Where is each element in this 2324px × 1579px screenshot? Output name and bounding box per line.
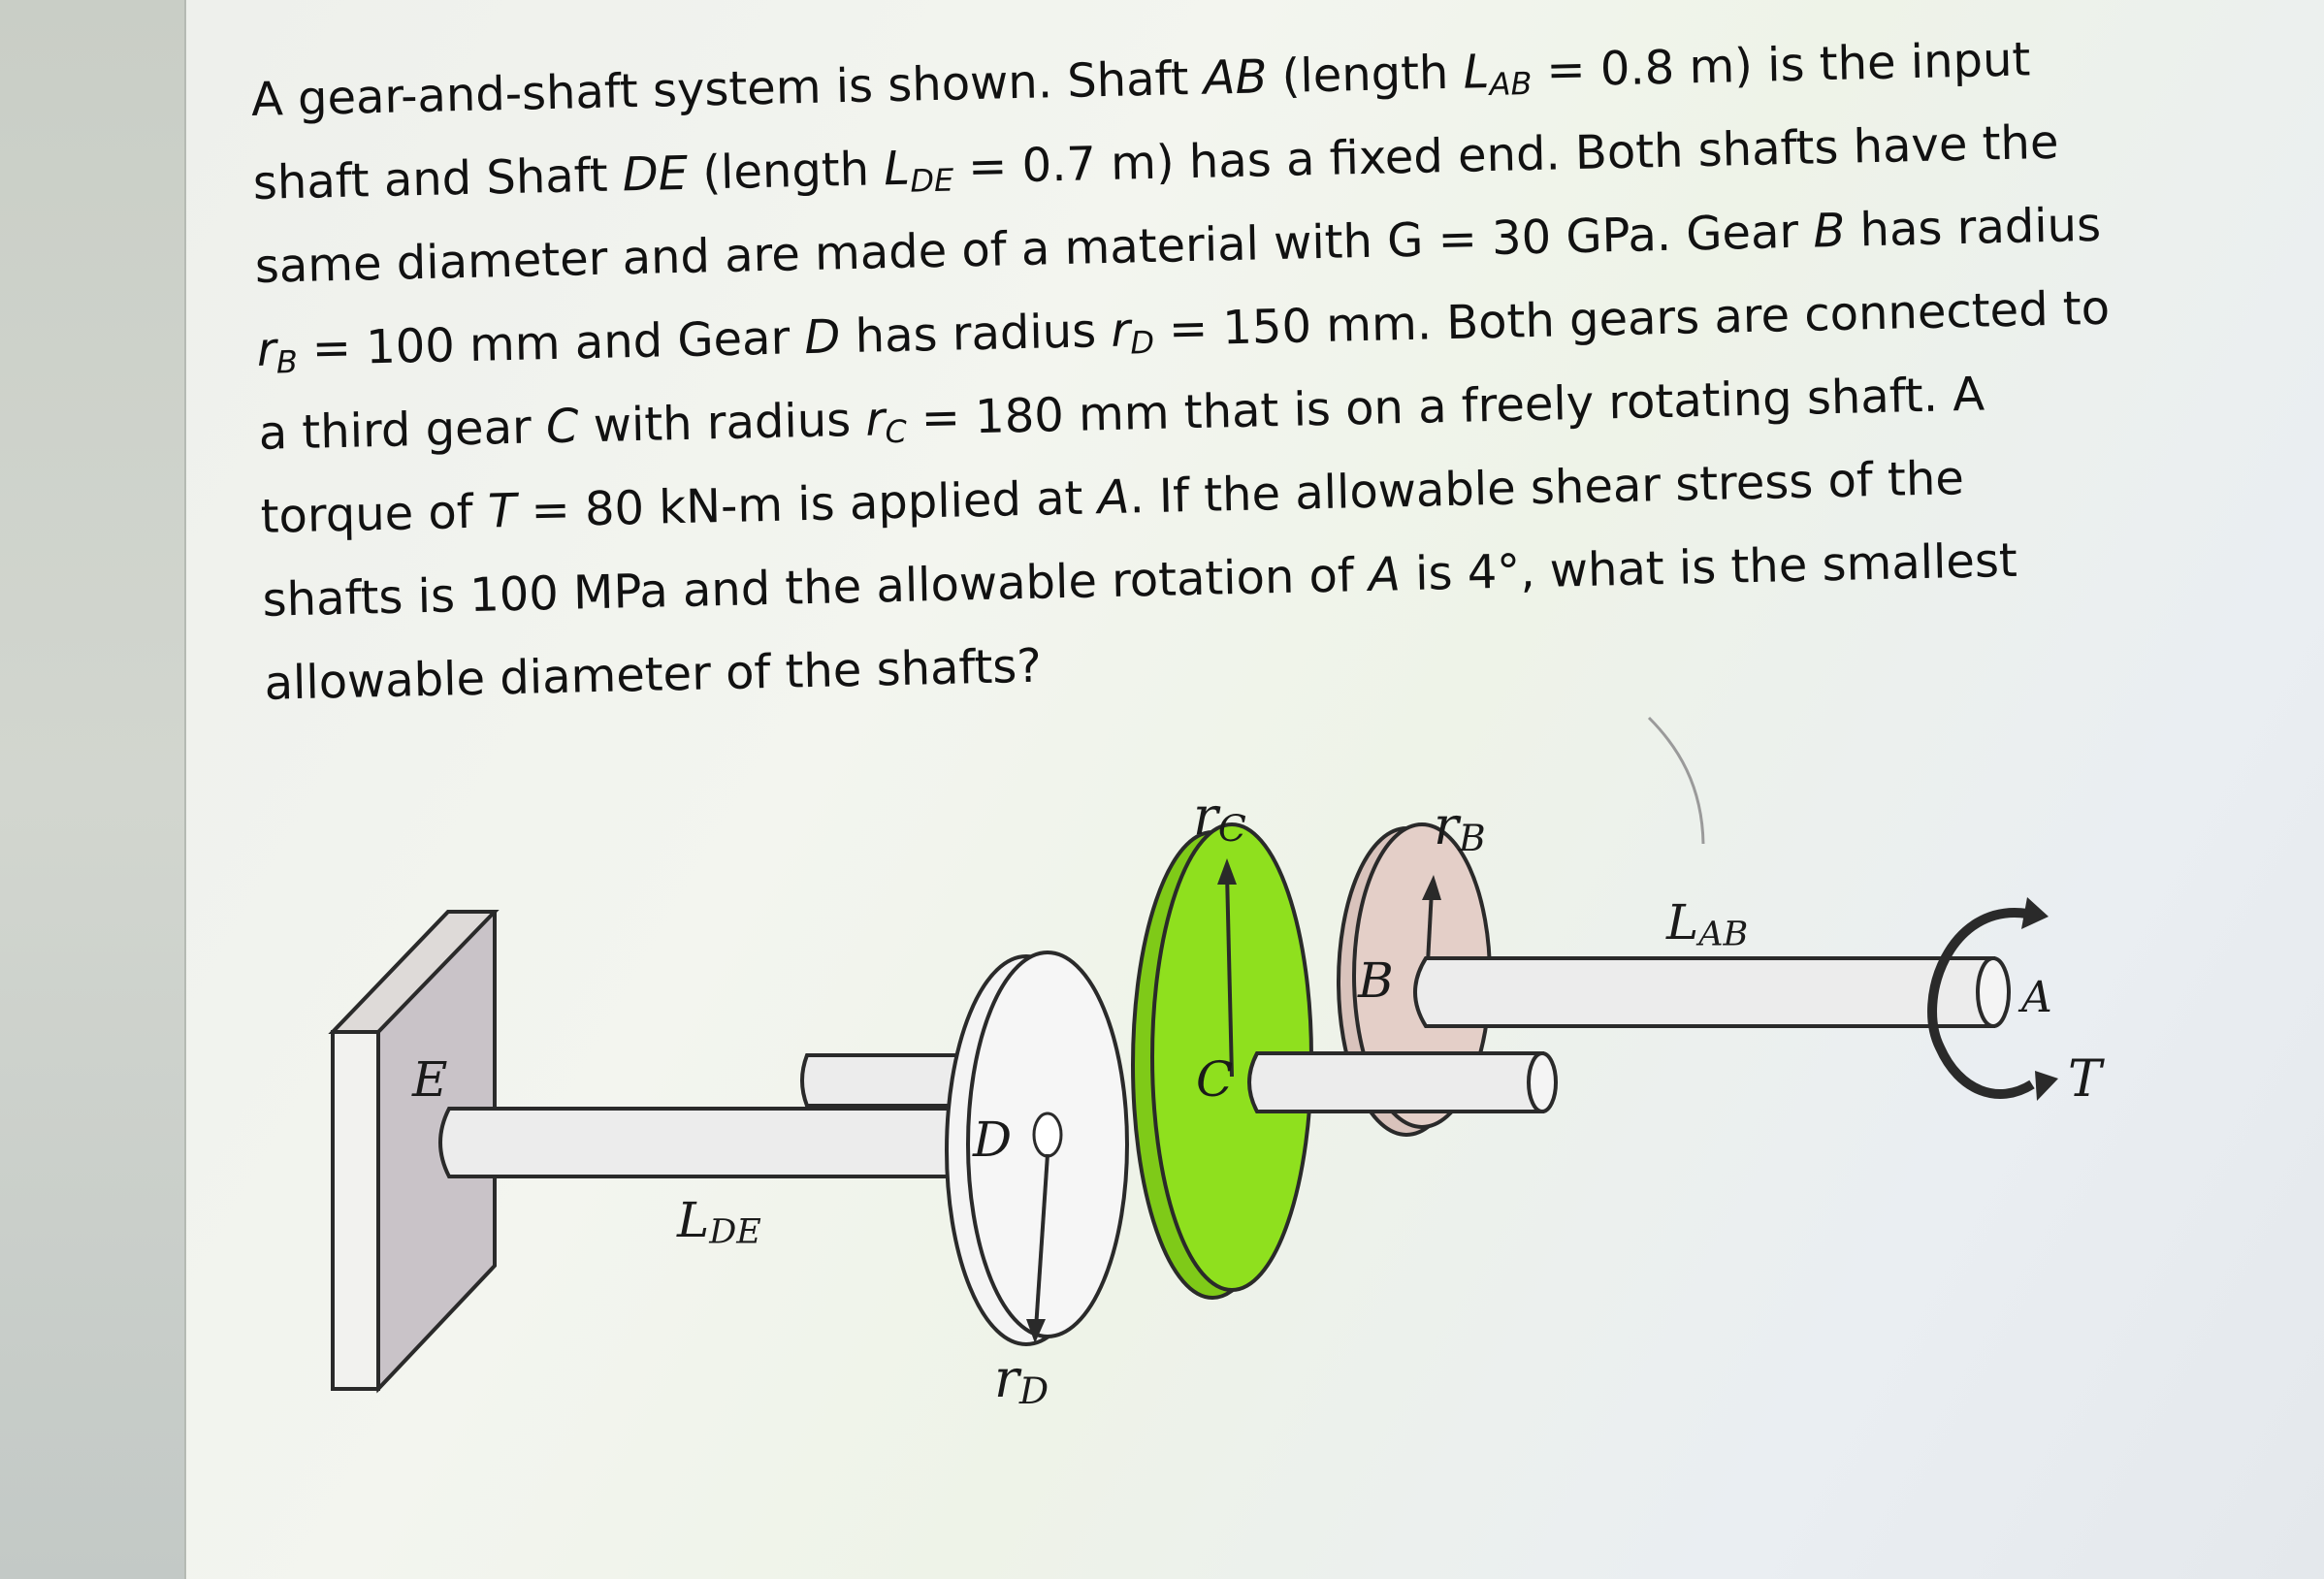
- label-rD: rD: [994, 1348, 1049, 1412]
- fixed-wall-E: [328, 910, 500, 1394]
- shaft-AB: [1413, 956, 2011, 1028]
- shaft-D-stub: [800, 1053, 962, 1108]
- document-page: [184, 0, 2324, 1579]
- gear-D: [945, 951, 1129, 1346]
- label-rC: rC: [1193, 786, 1246, 850]
- label-rB: rB: [1434, 795, 1486, 859]
- label-C: C: [1196, 1051, 1233, 1108]
- shaft-C: [1247, 1051, 1558, 1113]
- label-B: B: [1357, 952, 1394, 1009]
- label-T: T: [2068, 1050, 2105, 1109]
- label-A: A: [2017, 973, 2052, 1022]
- label-E: E: [411, 1051, 448, 1108]
- stray-mark: [1647, 716, 1705, 845]
- label-D: D: [972, 1112, 1012, 1168]
- left-margin: [0, 0, 184, 1579]
- torque-arrow-T: [1927, 897, 2058, 1101]
- gear-C: [1131, 822, 1313, 1300]
- label-LDE: LDE: [676, 1192, 761, 1251]
- shaft-DE: [438, 1107, 977, 1178]
- label-LAB: LAB: [1665, 894, 1748, 953]
